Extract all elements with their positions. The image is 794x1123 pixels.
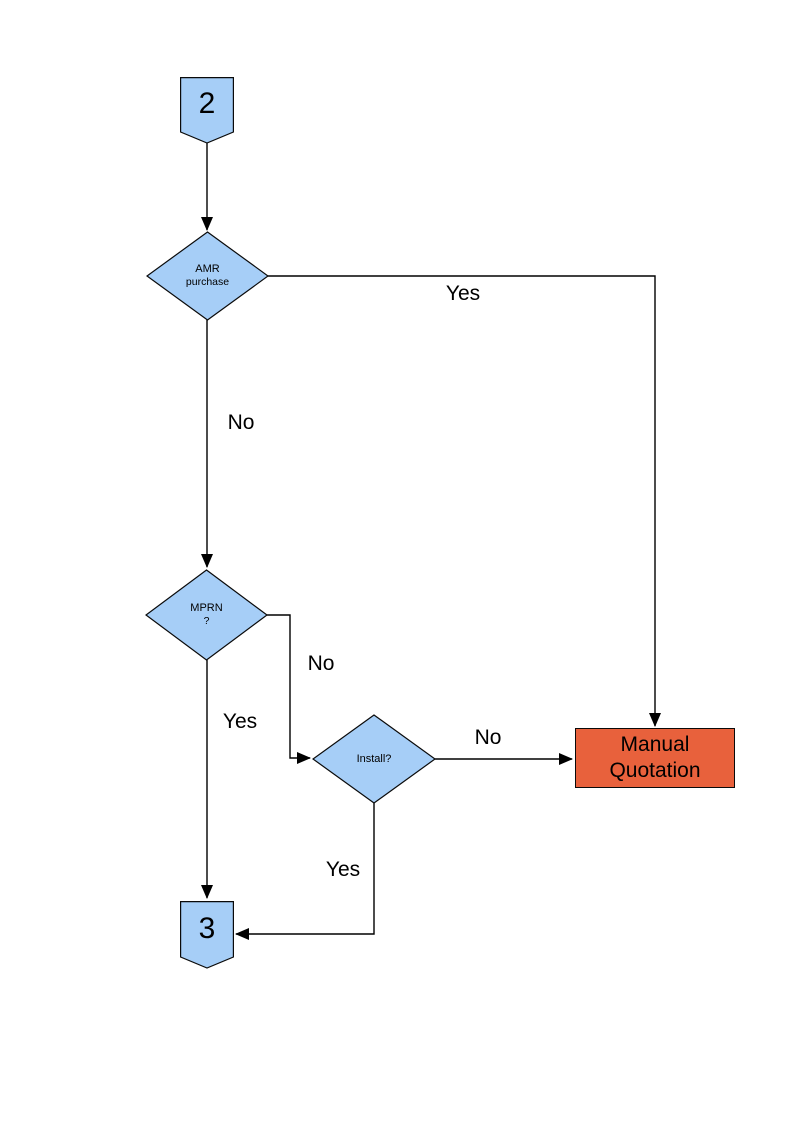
- decision-amr-purchase-shape: [146, 231, 269, 321]
- offpage-connector-3: 3: [180, 901, 234, 969]
- edge-install-yes: [235, 803, 375, 940]
- decision-amr-purchase: AMR purchase: [146, 231, 269, 321]
- decision-mprn: MPRN ?: [145, 569, 268, 661]
- edge-label-install-yes: Yes: [325, 858, 361, 881]
- edge-label-mprn-yes: Yes: [222, 710, 258, 733]
- edge-label-install-no: No: [474, 726, 502, 749]
- process-label-line2: Quotation: [609, 759, 701, 782]
- decision-install: Install?: [312, 714, 436, 804]
- edge-label-amr-no: No: [227, 411, 255, 434]
- offpage-connector-2: 2: [180, 77, 234, 144]
- edge-label-mprn-no: No: [307, 652, 335, 675]
- edge-mprn-no: [267, 614, 311, 764]
- edge-label-amr-yes: Yes: [445, 282, 481, 305]
- decision-mprn-shape: [145, 569, 268, 661]
- offpage-connector-2-shape: [180, 77, 234, 144]
- offpage-connector-3-shape: [180, 901, 234, 969]
- decision-install-shape: [312, 714, 436, 804]
- process-manual-quotation: Manual Quotation: [575, 728, 735, 788]
- edge-amr-yes: [268, 275, 661, 727]
- process-label-line1: Manual: [620, 733, 690, 756]
